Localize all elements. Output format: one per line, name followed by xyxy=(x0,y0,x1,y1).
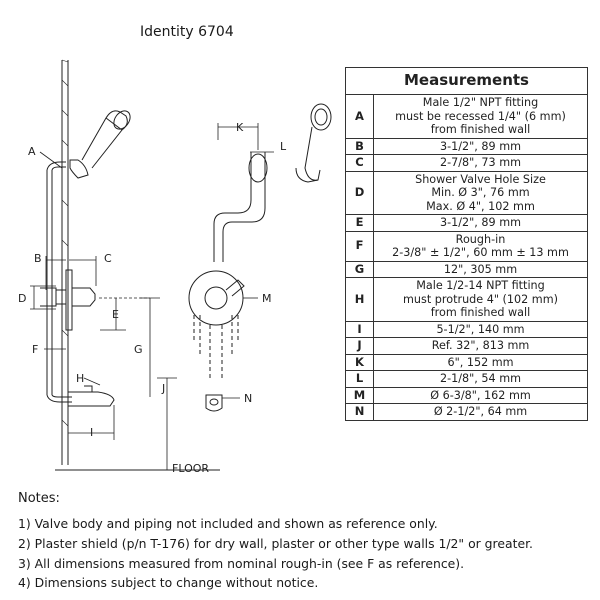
measurement-key: G xyxy=(345,260,374,278)
side-valve xyxy=(40,269,96,331)
measurement-key: M xyxy=(345,386,374,404)
measurement-value-line: Male 1/2-14 NPT fitting xyxy=(416,279,545,292)
product-title: Identity 6704 xyxy=(140,24,234,40)
label-d: D xyxy=(18,292,26,305)
measurement-value-line: 2-3/8" ± 1/2", 60 mm ± 13 mm xyxy=(392,246,569,259)
measurement-key: J xyxy=(345,337,374,355)
measurement-row: M Ø 6-3/8", 162 mm xyxy=(345,386,588,404)
label-e: E xyxy=(112,308,119,321)
notes-section: Notes: 1) Valve body and piping not incl… xyxy=(18,491,593,593)
measurement-row: G 12", 305 mm xyxy=(345,260,588,278)
measurement-value-line: 5-1/2", 140 mm xyxy=(436,322,525,336)
measurement-value-line: Male 1/2" NPT fitting xyxy=(422,96,539,109)
measurement-value-line: Ø 2-1/2", 64 mm xyxy=(433,405,528,418)
measurement-row: B 3-1/2", 89 mm xyxy=(345,137,588,155)
notes-heading: Notes: xyxy=(18,491,60,506)
label-j: J xyxy=(161,382,165,395)
measurement-key: D xyxy=(345,170,374,215)
measurement-value-line: must protrude 4" (102 mm) xyxy=(403,292,558,306)
label-h: H xyxy=(76,372,84,385)
measurement-value: 3-1/2", 89 mm xyxy=(373,214,588,232)
front-view xyxy=(188,103,332,412)
measurement-value: 6", 152 mm xyxy=(373,353,588,371)
measurement-value-line: 6", 152 mm xyxy=(447,355,514,369)
measurement-key: L xyxy=(345,370,374,388)
measurement-value-line: must be recessed 1/4" (6 mm) xyxy=(395,109,566,123)
measurement-value: Ref. 32", 813 mm xyxy=(373,337,588,355)
note-item: 3) All dimensions measured from nominal … xyxy=(18,555,465,571)
measurement-key: F xyxy=(345,230,374,262)
measurement-row: N Ø 2-1/2", 64 mm xyxy=(345,403,588,421)
note-item: 2) Plaster shield (p/n T-176) for dry wa… xyxy=(18,535,533,551)
measurement-value: 2-1/8", 54 mm xyxy=(373,370,588,388)
measurement-row: C 2-7/8", 73 mm xyxy=(345,154,588,172)
measurement-value-line: 2-7/8", 73 mm xyxy=(439,156,521,169)
label-i: I xyxy=(90,426,93,439)
measurement-row: K 6", 152 mm xyxy=(345,353,588,371)
measurement-key: K xyxy=(345,353,374,371)
measurements-heading: Measurements xyxy=(345,67,588,95)
measurement-value-line: 12", 305 mm xyxy=(443,262,518,276)
measurement-value-line: Ø 6-3/8", 162 mm xyxy=(430,388,531,402)
measurement-value: 2-7/8", 73 mm xyxy=(373,154,588,172)
measurement-key: C xyxy=(345,154,374,172)
note-item: 4) Dimensions subject to change without … xyxy=(18,575,319,591)
side-tub-spout xyxy=(68,385,115,407)
installation-diagram: A B C D E F G H I J K L M N FLOOR xyxy=(18,59,332,475)
measurement-key: H xyxy=(345,277,374,322)
label-b: B xyxy=(34,252,42,265)
measurement-key: N xyxy=(345,403,374,421)
label-n: N xyxy=(244,392,252,405)
label-f: F xyxy=(32,343,38,356)
riser-pipe xyxy=(46,161,72,403)
measurement-value-line: Rough-in xyxy=(455,232,506,246)
measurement-row: E 3-1/2", 89 mm xyxy=(345,214,588,232)
measurement-key: B xyxy=(345,137,374,155)
measurement-value-line: Max. Ø 4", 102 mm xyxy=(426,199,535,213)
measurement-key: I xyxy=(345,320,374,338)
measurement-value-line: from finished wall xyxy=(430,123,531,136)
wall-section xyxy=(61,59,69,465)
measurement-value-line: Min. Ø 3", 76 mm xyxy=(431,186,530,199)
label-g: G xyxy=(134,343,143,356)
measurement-value: Ø 2-1/2", 64 mm xyxy=(373,403,588,421)
measurement-value: 3-1/2", 89 mm xyxy=(373,137,588,155)
measurement-value: 5-1/2", 140 mm xyxy=(373,320,588,338)
label-k: K xyxy=(236,121,244,134)
measurement-key: E xyxy=(345,214,374,232)
measurement-value-line: Ref. 32", 813 mm xyxy=(431,339,530,352)
dimension-lines xyxy=(30,123,274,470)
note-item: 1) Valve body and piping not included an… xyxy=(18,516,438,531)
measurement-row: J Ref. 32", 813 mm xyxy=(345,337,588,355)
measurement-value-line: 3-1/2", 89 mm xyxy=(439,139,521,153)
label-floor: FLOOR xyxy=(172,462,209,475)
label-c: C xyxy=(104,252,112,265)
measurement-row: I 5-1/2", 140 mm xyxy=(345,320,588,338)
measurement-value-line: from finished wall xyxy=(430,306,531,319)
measurement-value: 12", 305 mm xyxy=(373,260,588,278)
label-l: L xyxy=(280,140,287,153)
measurement-value-line: Shower Valve Hole Size xyxy=(415,172,546,186)
measurement-value-line: 2-1/8", 54 mm xyxy=(439,372,521,385)
measurement-value: Ø 6-3/8", 162 mm xyxy=(373,386,588,404)
measurement-row: L 2-1/8", 54 mm xyxy=(345,370,588,388)
measurement-value-line: 3-1/2", 89 mm xyxy=(439,216,521,229)
measurement-key: A xyxy=(345,94,374,139)
side-showerhead xyxy=(69,110,131,179)
label-m: M xyxy=(262,292,272,305)
label-a: A xyxy=(28,145,36,158)
